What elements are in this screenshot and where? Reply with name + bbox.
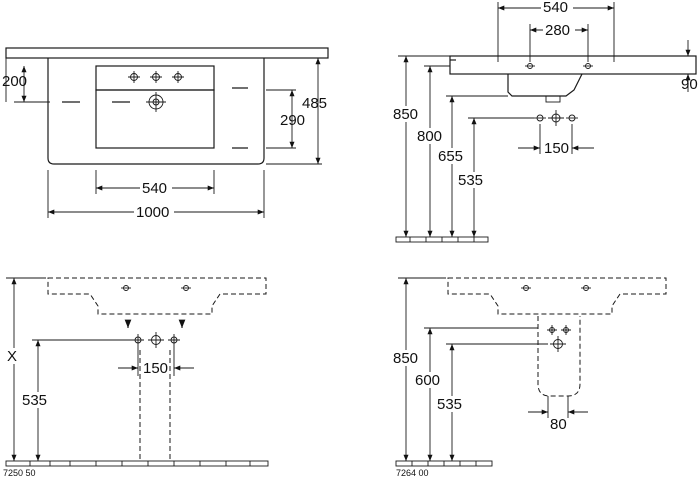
plan-center-marks (62, 87, 248, 149)
front-b-basin-outline (447, 277, 667, 315)
side-rim (449, 55, 697, 75)
side-dim-150: 150 (544, 140, 569, 157)
front-b-dim-80: 80 (550, 416, 567, 433)
plan-dim-485: 485 (302, 95, 327, 112)
front-view-b: 850 600 535 80 7264 00 (392, 277, 667, 478)
front-a-dim-150: 150 (143, 360, 168, 377)
plan-dim-200: 200 (2, 73, 27, 90)
front-b-code: 7264 00 (396, 468, 429, 478)
front-b-dim-600: 600 (415, 372, 440, 389)
front-a-tap-holes (121, 285, 191, 291)
plan-view: 200 290 485 540 1000 (2, 47, 329, 221)
side-outlet (534, 110, 578, 126)
plan-tap-holes (128, 71, 184, 83)
side-dim-90: 90 (681, 76, 698, 93)
front-a-floor (5, 460, 269, 467)
side-dim-655: 655 (438, 148, 463, 165)
front-b-tap-holes (521, 285, 591, 291)
plan-drain (146, 92, 166, 112)
plan-tap-deck (95, 65, 215, 91)
front-a-outlet (132, 332, 180, 348)
front-b-floor (395, 460, 493, 467)
front-view-a: X 535 150 7250 50 (3, 277, 269, 478)
front-a-code: 7250 50 (3, 468, 36, 478)
plan-dim-290: 290 (280, 112, 305, 129)
plan-dim-540: 540 (142, 180, 167, 197)
plan-dim-1000: 1000 (136, 204, 169, 221)
side-dim-850: 850 (393, 106, 418, 123)
front-b-siphon-cover (537, 316, 581, 397)
front-b-outlet (547, 325, 571, 352)
front-a-basin-outline (47, 277, 267, 315)
side-dim-540: 540 (543, 0, 568, 16)
side-dim-535: 535 (458, 172, 483, 189)
side-dim-280: 280 (545, 22, 570, 39)
plan-rim-slab (5, 47, 329, 59)
front-b-dim-850: 850 (393, 350, 418, 367)
front-a-dim-x: X (7, 348, 17, 365)
plan-basin-outline (47, 58, 265, 165)
side-tap-holes (525, 63, 593, 69)
front-a-pedestal (139, 350, 171, 461)
side-view: 540 280 90 850 800 655 535 (392, 0, 698, 243)
side-bowl-underside (507, 73, 583, 97)
side-floor (395, 236, 489, 243)
plan-bowl (95, 89, 215, 149)
front-a-dim-535: 535 (22, 392, 47, 409)
side-dim-800: 800 (417, 128, 442, 145)
front-b-dim-535: 535 (437, 396, 462, 413)
